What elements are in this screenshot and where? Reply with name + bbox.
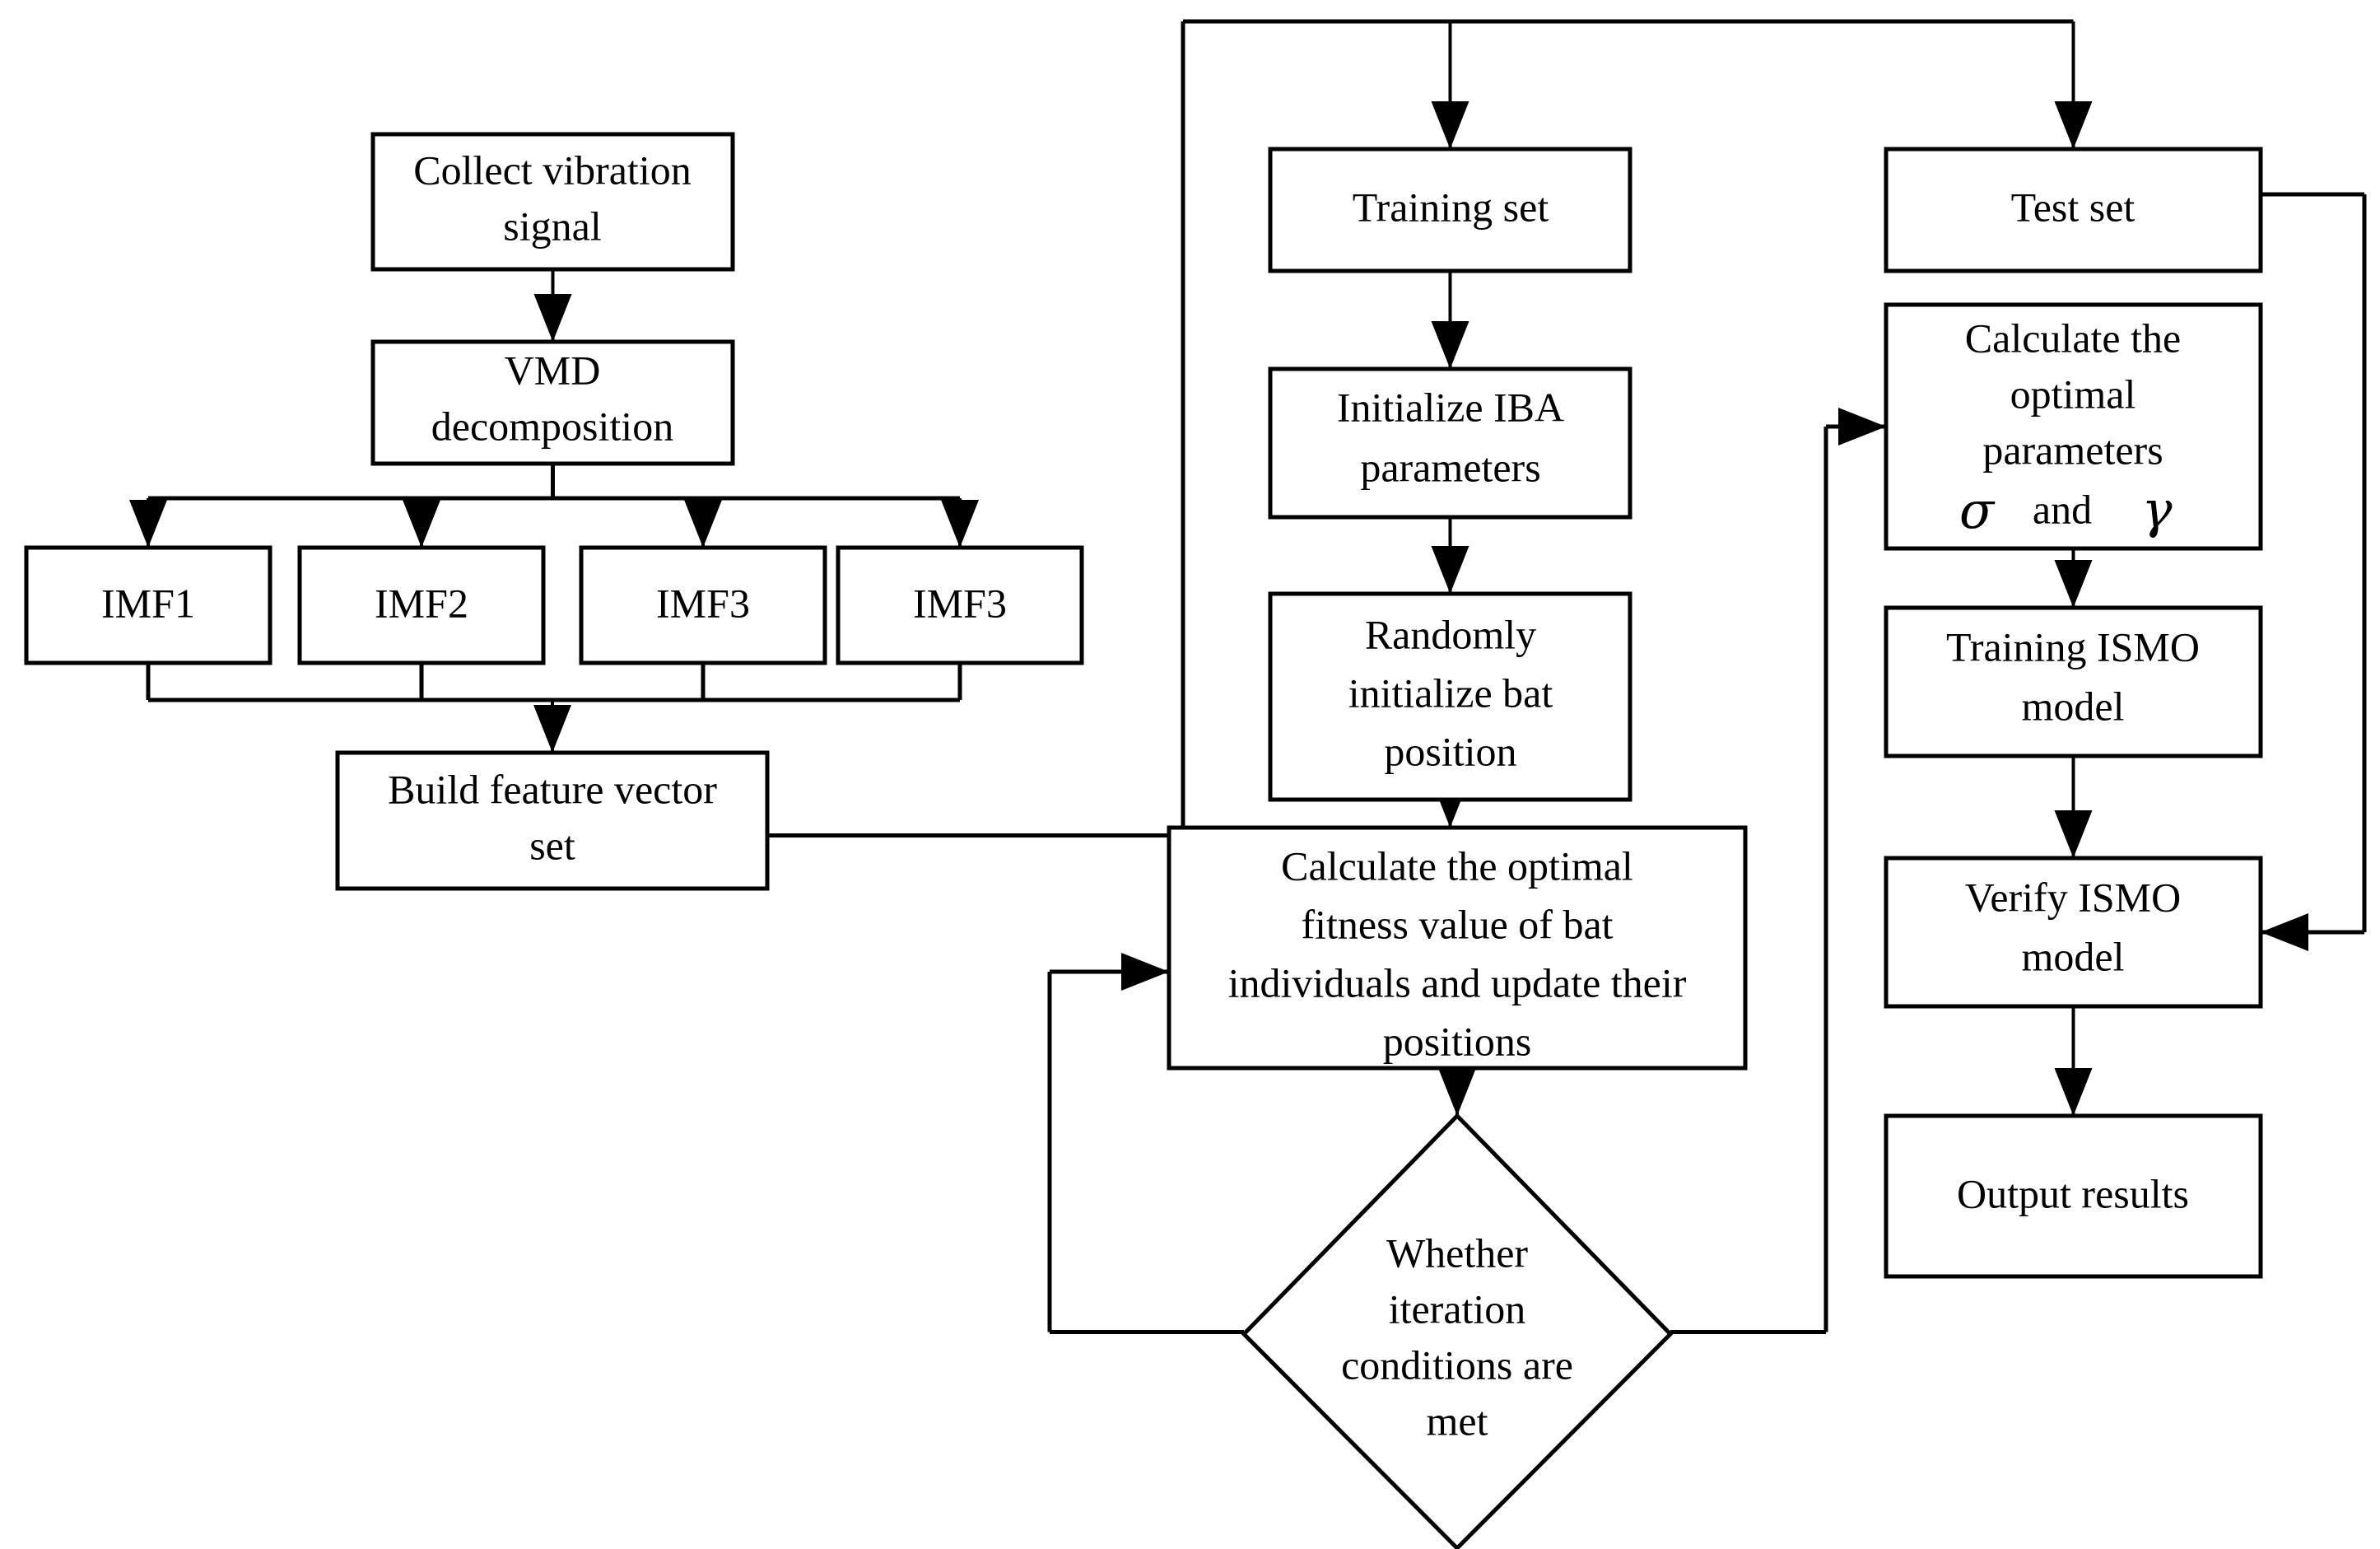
node-build-feature-line1: Build feature vector	[388, 766, 717, 812]
node-training-set-label: Training set	[1353, 184, 1549, 230]
edge-testset-to-verify	[2261, 192, 2367, 951]
node-opt-params-line1: Calculate the	[1965, 315, 2181, 361]
node-imf1[interactable]: IMF1	[24, 545, 272, 665]
node-collect-signal[interactable]: Collect vibration signal	[370, 132, 735, 272]
node-verify-ismo-line2: model	[2022, 933, 2125, 979]
node-iteration-decision[interactable]: Whether iteration conditions are met	[1241, 1113, 1674, 1549]
node-build-feature-vector[interactable]: Build feature vector set	[335, 750, 770, 891]
node-decision-line2: iteration	[1389, 1285, 1526, 1332]
node-verify-ismo-line1: Verify ISMO	[1965, 874, 2181, 920]
node-vmd-line1: VMD	[505, 347, 601, 393]
node-imf3[interactable]: IMF3	[579, 545, 827, 665]
node-test-set-label: Test set	[2011, 184, 2135, 230]
node-random-bat-line3: position	[1384, 728, 1516, 774]
node-initialize-iba-line1: Initialize IBA	[1337, 384, 1564, 430]
node-training-ismo-line1: Training ISMO	[1946, 623, 2200, 670]
edge-initialize-to-random	[1431, 517, 1469, 594]
node-training-set[interactable]: Training set	[1268, 147, 1632, 273]
node-collect-signal-line1: Collect vibration	[413, 147, 691, 193]
node-calc-fitness-line3: individuals and update their	[1228, 959, 1687, 1005]
node-randomly-initialize-bat[interactable]: Randomly initialize bat position	[1268, 591, 1632, 802]
edge-verify-to-output	[2054, 1006, 2093, 1116]
node-opt-params-line3: parameters	[1982, 427, 2163, 473]
edge-vmd-to-imf-bus	[129, 464, 979, 548]
node-opt-params-sigma-symbol: σ	[1959, 480, 1996, 540]
node-training-ismo-line2: model	[2022, 683, 2125, 729]
node-opt-params-gamma-symbol: γ	[2141, 479, 2173, 539]
edge-decision-to-optimal-params	[1670, 408, 1886, 1334]
node-calculate-optimal-params[interactable]: Calculate the optimal parameters σ and γ	[1884, 302, 2263, 551]
node-verify-ismo[interactable]: Verify ISMO model	[1884, 856, 2263, 1009]
node-vmd-line2: decomposition	[431, 403, 673, 449]
node-random-bat-line2: initialize bat	[1348, 670, 1553, 716]
edge-build-feature-to-sets	[767, 19, 2093, 837]
node-imf1-label: IMF1	[101, 580, 195, 626]
edge-training-ismo-to-verify	[2054, 756, 2093, 858]
node-opt-params-line2: optimal	[2010, 371, 2136, 417]
node-output-results-label: Output results	[1957, 1170, 2189, 1216]
node-initialize-iba[interactable]: Initialize IBA parameters	[1268, 366, 1632, 520]
edge-decision-loopback	[1047, 953, 1244, 1334]
edge-training-to-initialize	[1431, 271, 1469, 369]
node-opt-params-and-word: and	[2033, 486, 2092, 532]
node-imf4-label: IMF3	[913, 580, 1007, 626]
node-test-set[interactable]: Test set	[1884, 147, 2263, 273]
node-vmd-decomposition[interactable]: VMD decomposition	[370, 339, 735, 466]
node-imf3-label: IMF3	[656, 580, 750, 626]
node-calculate-fitness[interactable]: Calculate the optimal fitness value of b…	[1167, 825, 1748, 1071]
node-calc-fitness-line2: fitness value of bat	[1301, 901, 1613, 947]
node-calc-fitness-line1: Calculate the optimal	[1281, 842, 1633, 889]
node-output-results[interactable]: Output results	[1884, 1113, 2263, 1279]
node-imf2[interactable]: IMF2	[297, 545, 546, 665]
edge-imf-to-build-feature	[146, 663, 962, 753]
node-imf2-label: IMF2	[375, 580, 468, 626]
edge-optimal-to-training-ismo	[2054, 548, 2093, 608]
node-initialize-iba-line2: parameters	[1360, 444, 1540, 490]
node-training-ismo[interactable]: Training ISMO model	[1884, 605, 2263, 758]
node-decision-line4: met	[1427, 1397, 1488, 1444]
node-imf4[interactable]: IMF3	[836, 545, 1084, 665]
node-collect-signal-line2: signal	[503, 203, 601, 249]
node-build-feature-line2: set	[529, 822, 575, 868]
node-random-bat-line1: Randomly	[1365, 611, 1536, 657]
edge-fitness-to-decision	[1438, 1068, 1476, 1116]
node-calc-fitness-line4: positions	[1383, 1018, 1532, 1064]
node-decision-line1: Whether	[1386, 1229, 1528, 1276]
edge-collect-to-vmd	[533, 269, 572, 342]
node-decision-line3: conditions are	[1341, 1341, 1573, 1388]
